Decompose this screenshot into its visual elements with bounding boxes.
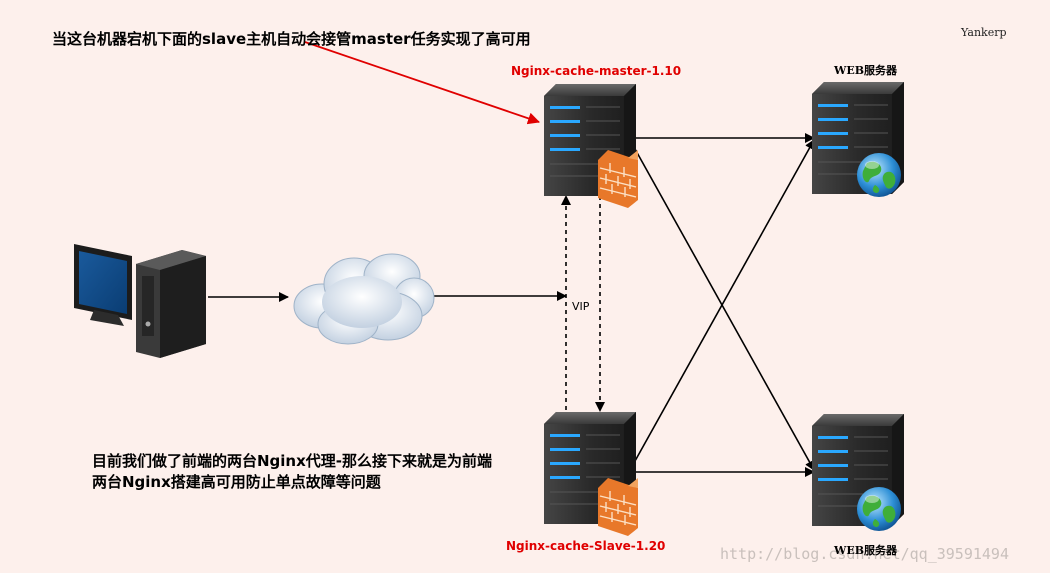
- web-server-1-icon: [811, 81, 905, 197]
- watermark: http://blog.csdn.net/qq_39591494: [720, 545, 1009, 563]
- author-label: Yankerp: [961, 26, 1007, 39]
- master-node-label: Nginx-cache-master-1.10: [511, 64, 682, 78]
- vip-label: VIP: [572, 300, 590, 313]
- slave-server-icon: [543, 411, 639, 537]
- edge-note-to-master: [304, 41, 540, 125]
- top-annotation: 当这台机器宕机下面的slave主机自动会接管master任务实现了高可用: [52, 30, 531, 48]
- cloud-icon: [293, 253, 435, 345]
- bottom-annotation: 目前我们做了前端的两台Nginx代理-那么接下来就是为前端两台Nginx搭建高可…: [92, 452, 493, 491]
- web-server-1-label: WEB服务器: [834, 64, 898, 77]
- slave-node-label: Nginx-cache-Slave-1.20: [506, 539, 666, 553]
- connection-edges: [208, 41, 815, 477]
- master-server-icon: [543, 83, 639, 209]
- desktop-computer-icon: [74, 244, 206, 358]
- web-server-2-icon: [811, 413, 905, 531]
- web-server-2-label: WEB服务器: [834, 544, 898, 557]
- edge-slave-web1: [629, 139, 815, 471]
